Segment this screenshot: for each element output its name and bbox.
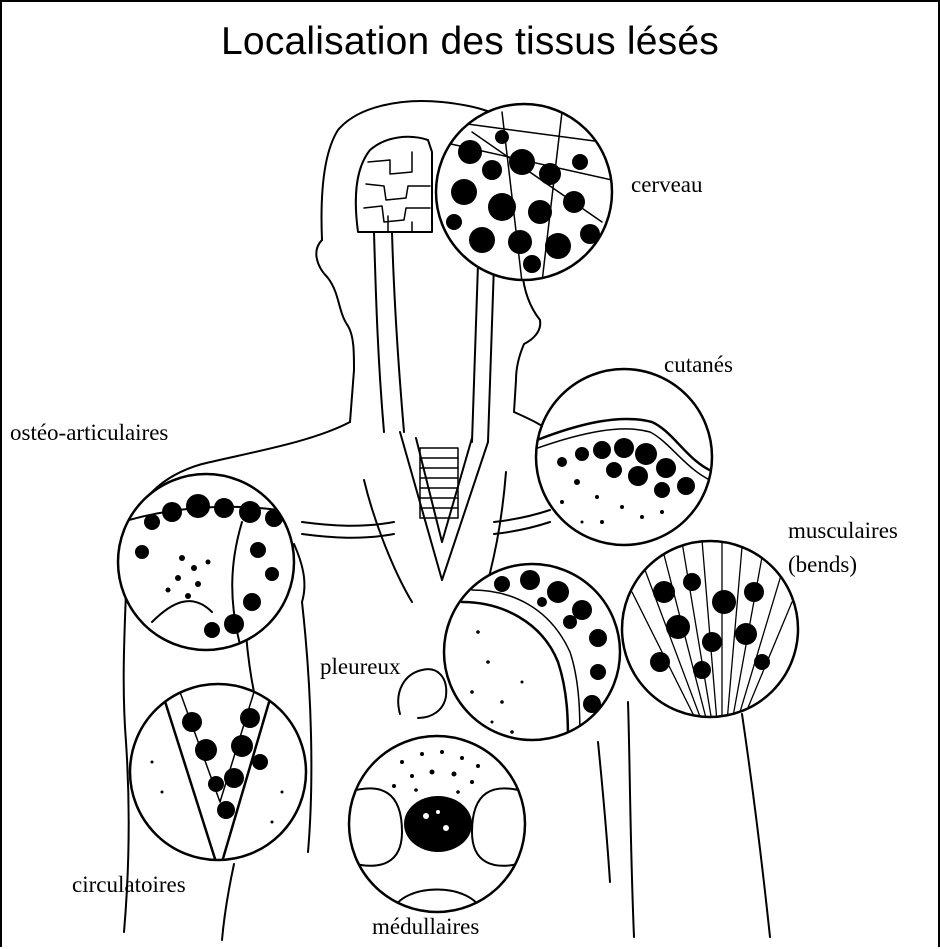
left-armpit <box>294 544 304 602</box>
label-pleureux: pleureux <box>320 654 400 679</box>
right-arm-inner <box>628 702 634 937</box>
cerveau-circle <box>436 104 612 282</box>
hand-blob <box>398 669 446 718</box>
trachea-outline <box>400 432 488 580</box>
face-outline <box>316 240 354 370</box>
right-collarbone <box>494 510 550 534</box>
spinal-cord-right3 <box>488 264 494 442</box>
waist-left <box>222 864 234 940</box>
neck-right <box>514 380 516 412</box>
spinal-cord-left <box>374 232 384 432</box>
label-cutanes: cutanés <box>664 352 733 377</box>
torso-left <box>302 602 311 852</box>
trachea-inner <box>416 438 472 542</box>
neck-left <box>350 370 354 422</box>
pleureux-circle <box>444 564 620 742</box>
jaw-outline <box>516 270 540 380</box>
right-arm-lower <box>742 714 770 937</box>
label-musculaires: musculaires <box>788 518 898 543</box>
cutanes-circle <box>532 369 714 545</box>
chest-vessel-left <box>364 480 412 602</box>
label-cerveau: cerveau <box>631 172 703 197</box>
label-osteo-articulaires: ostéo-articulaires <box>10 420 168 445</box>
circulatoires-circle <box>130 684 306 862</box>
label-circulatoires: circulatoires <box>72 872 186 897</box>
label-medullaires: médullaires <box>372 914 479 939</box>
medullaires-circle <box>348 736 526 912</box>
spinal-cord-right2 <box>472 264 478 442</box>
label-bends: (bends) <box>788 552 857 577</box>
vertebrae <box>420 448 458 518</box>
brain-folds <box>364 152 430 232</box>
torso-right <box>598 742 610 882</box>
musculaires-circle <box>622 540 798 722</box>
osteo-circle <box>118 474 294 652</box>
spinal-cord-right <box>392 232 404 432</box>
